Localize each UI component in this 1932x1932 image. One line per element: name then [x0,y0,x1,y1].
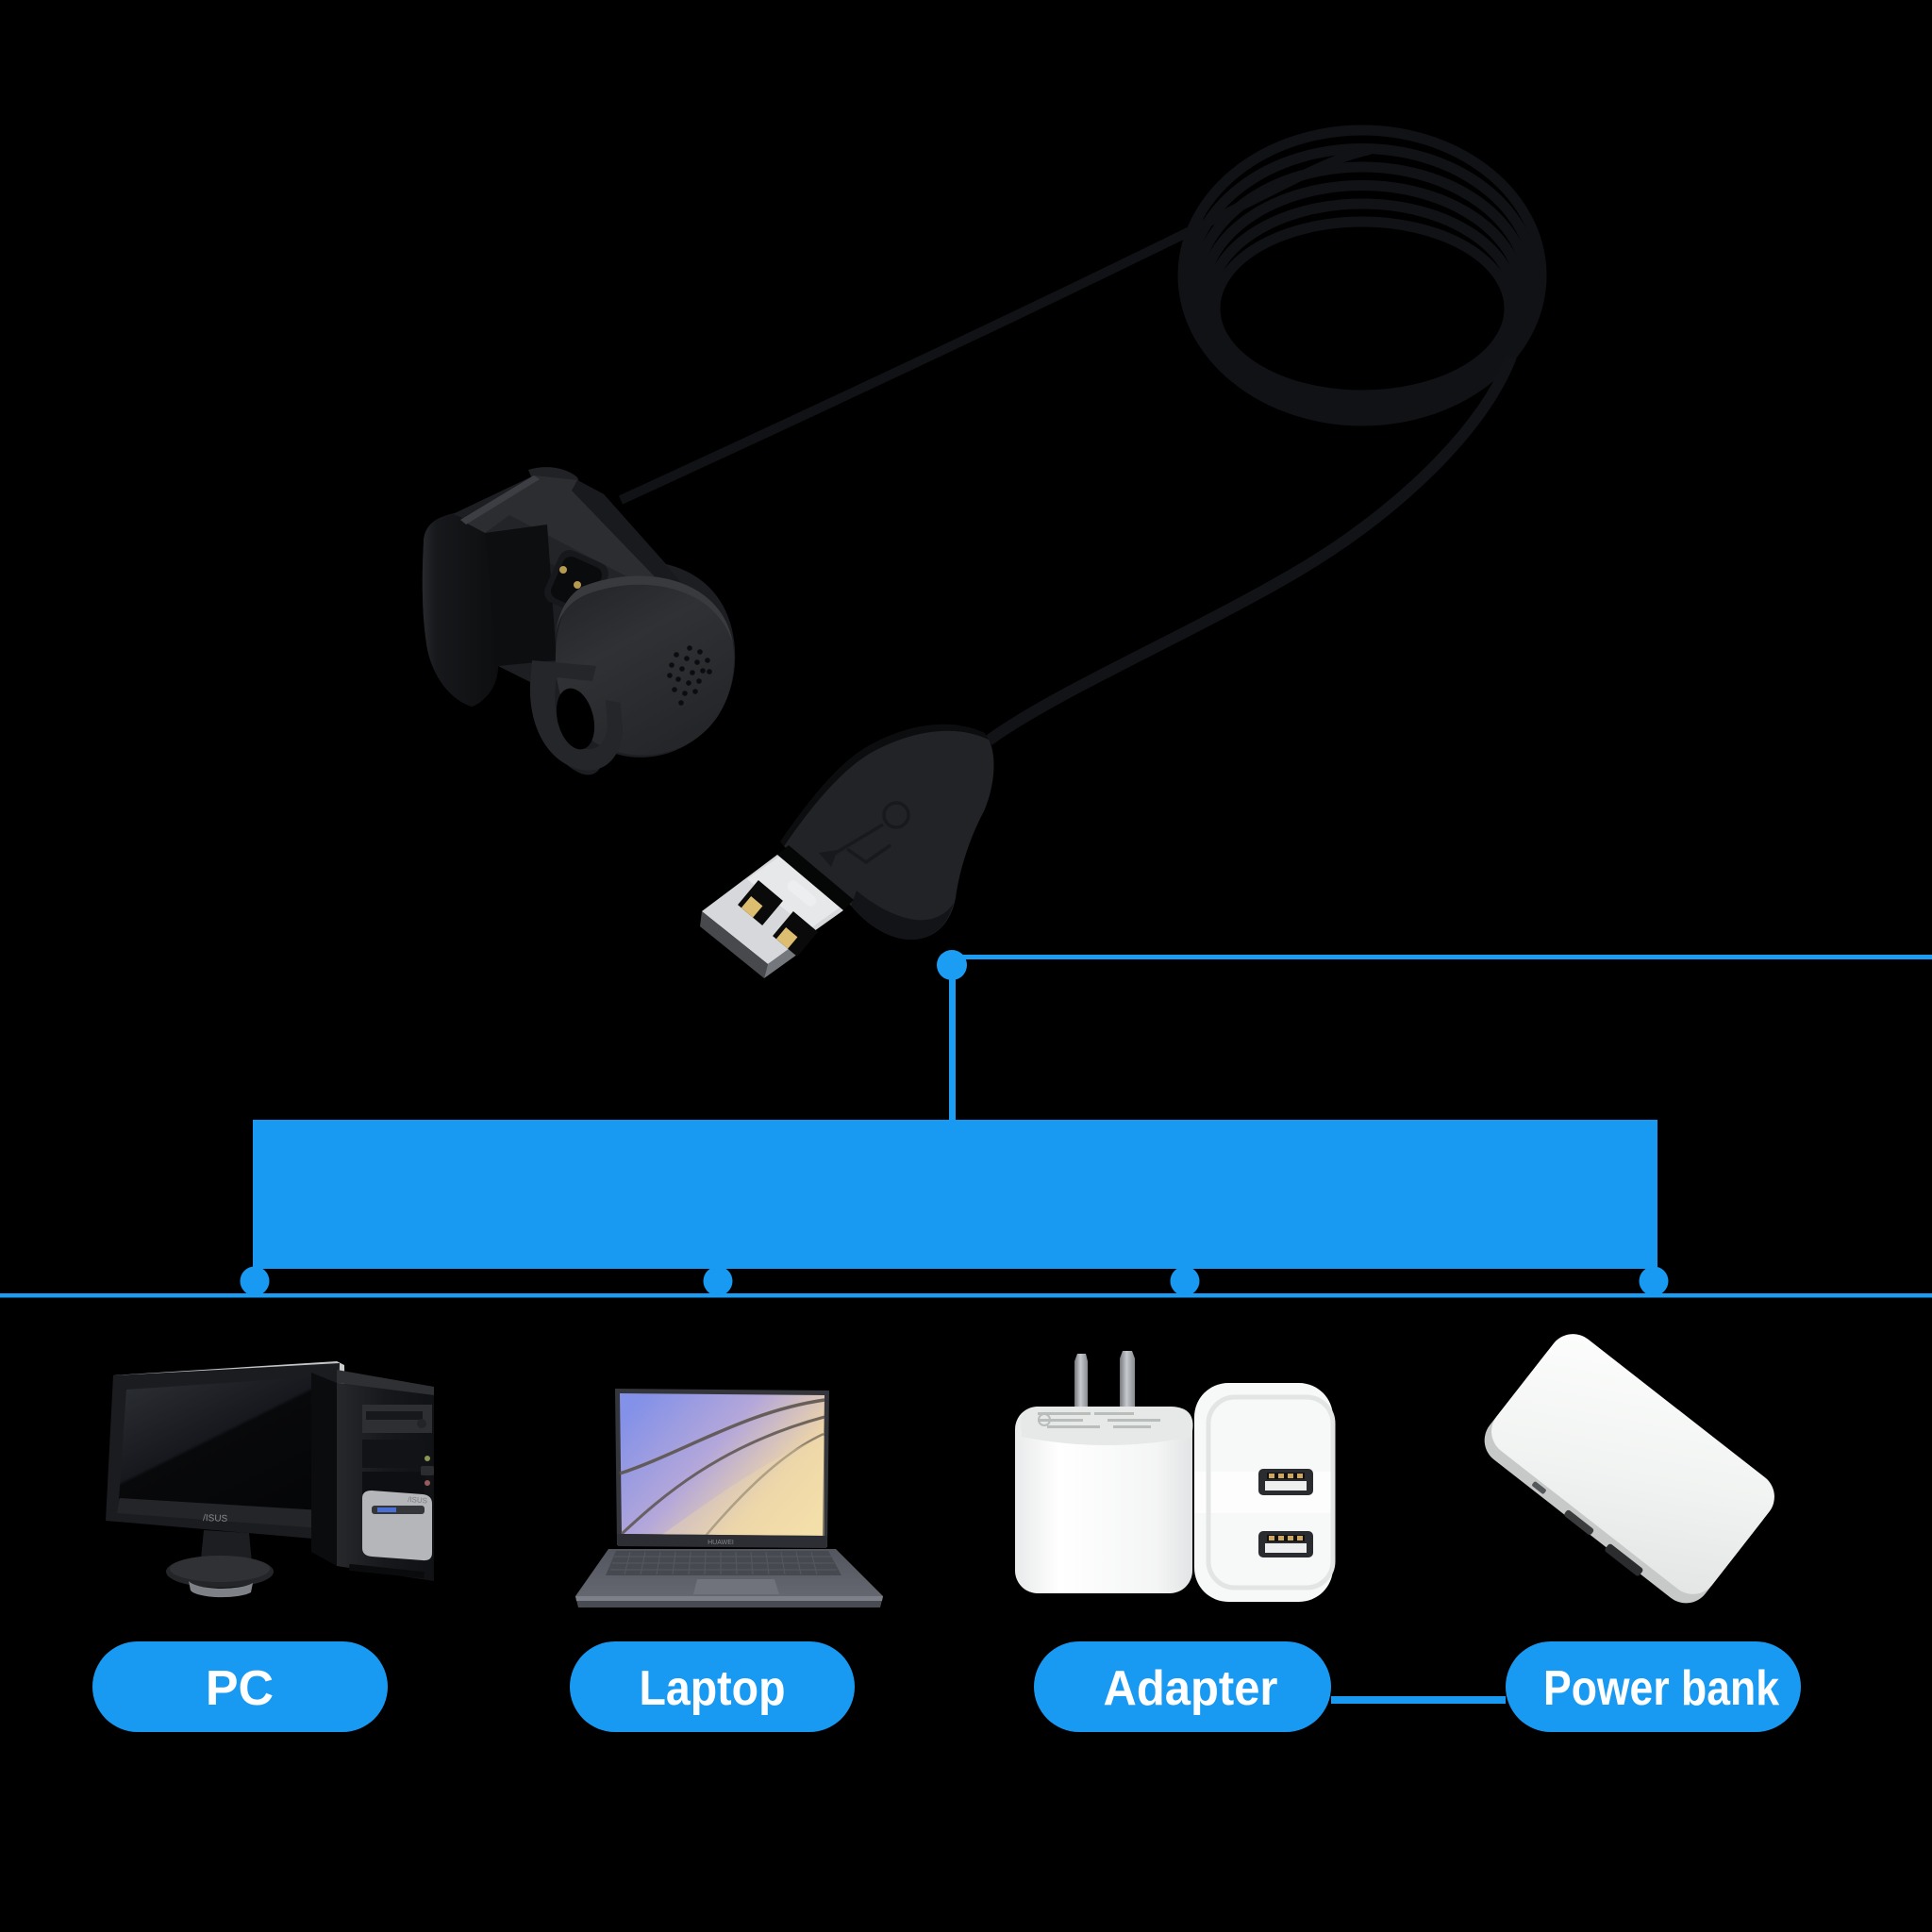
svg-text:/ISUS: /ISUS [408,1495,427,1505]
svg-text:Adapter: Adapter [1104,1661,1278,1716]
svg-text:PC: PC [206,1661,274,1716]
svg-text:Power bank: Power bank [1543,1661,1779,1716]
svg-text:HUAWEI: HUAWEI [708,1540,734,1546]
svg-text:/ISUS: /ISUS [203,1513,228,1524]
svg-text:Laptop: Laptop [640,1661,786,1716]
